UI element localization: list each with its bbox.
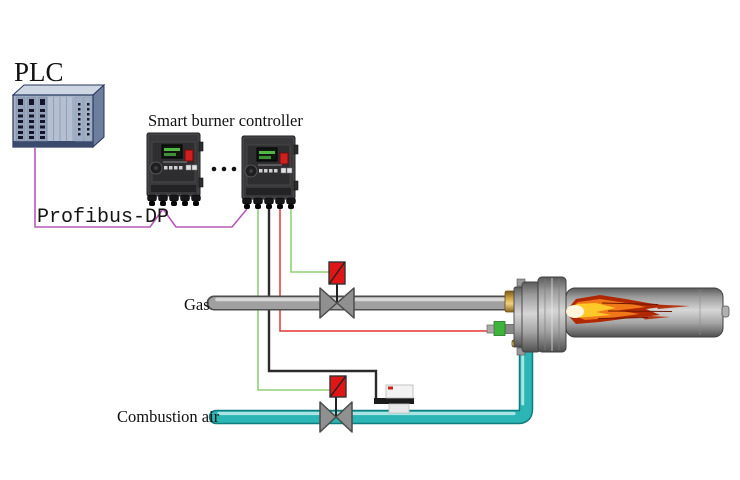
pressure-switch-mark — [388, 386, 393, 390]
controller-buttons — [164, 166, 183, 170]
burner-assembly — [486, 276, 730, 356]
igniter — [486, 321, 515, 336]
gas-inlet-fitting — [504, 290, 516, 313]
plc-rack-graphic — [11, 83, 106, 149]
profibus-label: Profibus-DP — [37, 206, 169, 229]
gas-valve-body — [319, 287, 355, 319]
more-controllers-ellipsis-icon — [211, 166, 237, 172]
air-pipe-label-bind: Combustion air — [117, 407, 220, 426]
plc-io-modules — [15, 96, 48, 142]
air-valve-body — [319, 401, 353, 433]
burner-end-nub — [721, 305, 730, 318]
pressure-switch — [374, 384, 414, 414]
controller-red-button — [279, 152, 289, 165]
controller-title: Smart burner controller — [148, 111, 303, 130]
profibus-line — [34, 148, 248, 228]
cable-glands — [147, 194, 201, 206]
air-valve-wire — [257, 209, 330, 391]
flame-icon — [565, 295, 690, 324]
controller-buttons — [259, 169, 278, 173]
burner-controller-1 — [146, 132, 204, 206]
control-wires — [257, 209, 489, 400]
pressure-switch-wire — [267, 209, 378, 400]
controller-display — [256, 147, 278, 162]
gas-valve — [319, 261, 355, 319]
controller-display — [161, 144, 183, 159]
gas-pipe: Gas — [184, 295, 522, 314]
gas-valve-wire — [290, 209, 329, 273]
igniter-wire — [279, 209, 489, 332]
profibus-bus: Profibus-DP — [34, 148, 248, 229]
controller-red-button — [184, 149, 194, 162]
combustion-air-pipe: Combustion air — [117, 341, 534, 426]
plc-label: PLC — [14, 57, 64, 87]
igniter-green-body — [493, 321, 506, 336]
cable-glands — [242, 197, 296, 209]
gas-pipe-label: Gas — [184, 295, 210, 314]
plc-led-columns — [74, 96, 93, 142]
air-valve — [319, 375, 353, 433]
plc-unit: PLC — [11, 57, 106, 149]
burner-controller-2 — [241, 135, 299, 209]
